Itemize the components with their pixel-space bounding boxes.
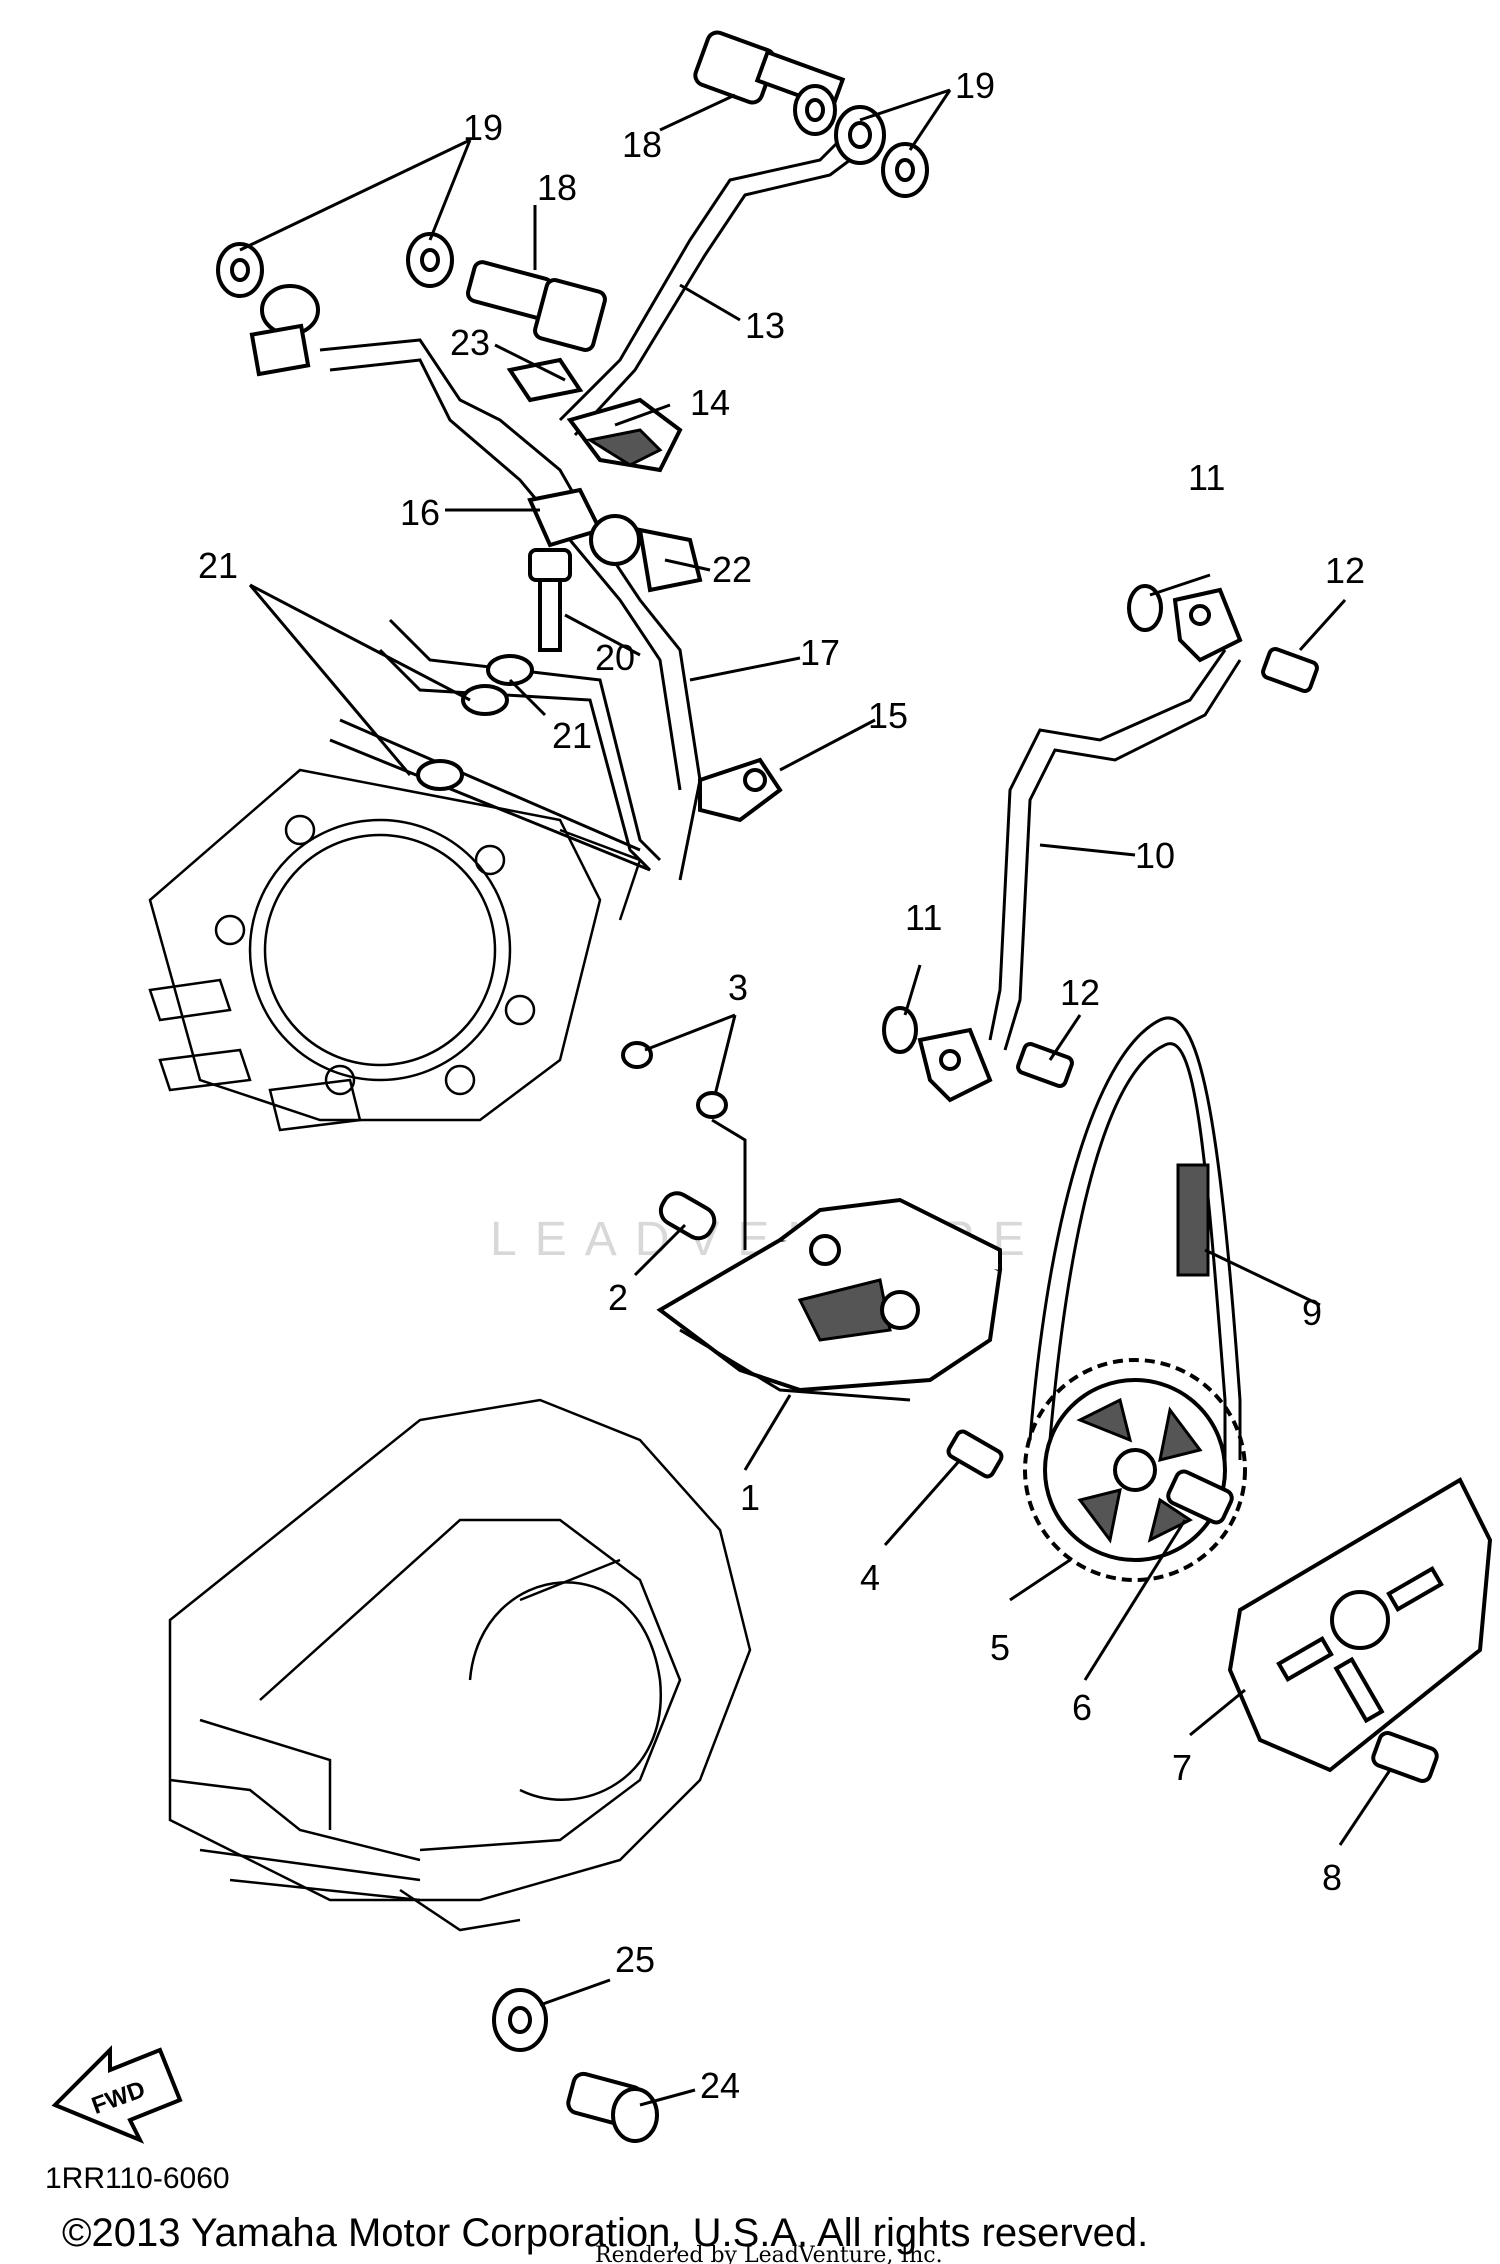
callout-23: 23 (450, 322, 490, 363)
diagram-code: 1RR110-6060 (45, 2162, 230, 2195)
leader-lines (239, 88, 1392, 2107)
oil-pump-sprocket (1023, 1358, 1247, 1582)
drive-chain (1028, 1016, 1242, 1460)
o-ring-3-b (696, 1091, 728, 1119)
callout-3: 3 (728, 967, 748, 1008)
pipe-clamp-14 (566, 397, 683, 473)
callout-7: 7 (1172, 1747, 1192, 1788)
washer-19-b (834, 105, 886, 165)
callout-20: 20 (595, 637, 635, 678)
callout-12-lower: 12 (1060, 972, 1100, 1013)
oil-delivery-pipe (319, 338, 702, 881)
bolt-12-lower (1016, 1042, 1074, 1088)
callout-17: 17 (800, 632, 840, 673)
callout-16: 16 (400, 492, 440, 533)
callout-8: 8 (1322, 1857, 1342, 1898)
callouts: 1 2 3 4 5 6 7 8 9 10 11 11 12 12 13 14 1… (198, 65, 1365, 2106)
washer-19-a (793, 84, 837, 136)
pipe-banjo-end-left (249, 284, 320, 377)
washer-19-c (881, 142, 929, 198)
washer-19-e (406, 232, 454, 288)
sprocket-cover (1227, 1477, 1493, 1773)
callout-11-lower: 11 (905, 897, 942, 938)
callout-11-upper: 11 (1188, 457, 1225, 498)
callout-24: 24 (700, 2065, 740, 2106)
union-bolt-20 (528, 548, 572, 652)
oil-pipe-10 (988, 649, 1242, 1051)
callout-12-upper: 12 (1325, 550, 1365, 591)
pipe-holder-15 (698, 757, 783, 823)
callout-19-left: 19 (463, 107, 503, 148)
bolt-4 (946, 1429, 1004, 1479)
callout-4: 4 (860, 1557, 880, 1598)
cylinder-head-outline (148, 768, 642, 1132)
pipe-flange-lower (917, 1027, 993, 1103)
callout-6: 6 (1072, 1687, 1092, 1728)
o-ring-guide-line (711, 1118, 747, 1250)
o-ring-3-a (621, 1041, 653, 1069)
banjo-bolt-left (465, 260, 607, 352)
drain-washer-25 (492, 1988, 548, 2052)
render-credit: Rendered by LeadVenture, Inc. (595, 2243, 943, 2264)
callout-19-upper: 19 (955, 65, 995, 106)
callout-2: 2 (608, 1277, 628, 1318)
copyright-notice: ©2013 Yamaha Motor Corporation, U.S.A. A… (62, 2211, 1148, 2255)
crankcase-outline (168, 1398, 752, 1932)
callout-18-left: 18 (537, 167, 577, 208)
oil-pipe-13 (558, 138, 851, 437)
callout-9: 9 (1302, 1292, 1322, 1333)
callout-18-upper: 18 (622, 124, 662, 165)
washer-21-b (461, 684, 509, 716)
pipe-flange-upper (1172, 587, 1243, 663)
washer-21-c (416, 759, 464, 791)
o-ring-11-lower (882, 1006, 918, 1054)
bolt-8 (1371, 1731, 1439, 1783)
forward-direction-arrow: FWD (51, 2045, 183, 2144)
callout-10: 10 (1135, 835, 1175, 876)
washer-21-a (486, 654, 534, 686)
callout-21-right: 21 (552, 715, 592, 756)
o-ring-11-upper (1127, 584, 1163, 632)
callout-15: 15 (868, 695, 908, 736)
drain-plug-24 (566, 2071, 659, 2143)
washer-19-d (216, 242, 264, 298)
callout-5: 5 (990, 1627, 1010, 1668)
callout-1: 1 (740, 1477, 760, 1518)
pipe-clamp-22 (589, 514, 703, 593)
callout-25: 25 (615, 1939, 655, 1980)
bolt-6 (1166, 1469, 1234, 1525)
callout-22: 22 (712, 549, 752, 590)
callout-13: 13 (745, 305, 785, 346)
oil-pump-assembly (656, 1197, 1003, 1402)
pipe-holder-23 (506, 357, 584, 403)
callout-21-left: 21 (198, 545, 238, 586)
callout-14: 14 (690, 382, 730, 423)
bolt-12-upper (1261, 647, 1319, 693)
